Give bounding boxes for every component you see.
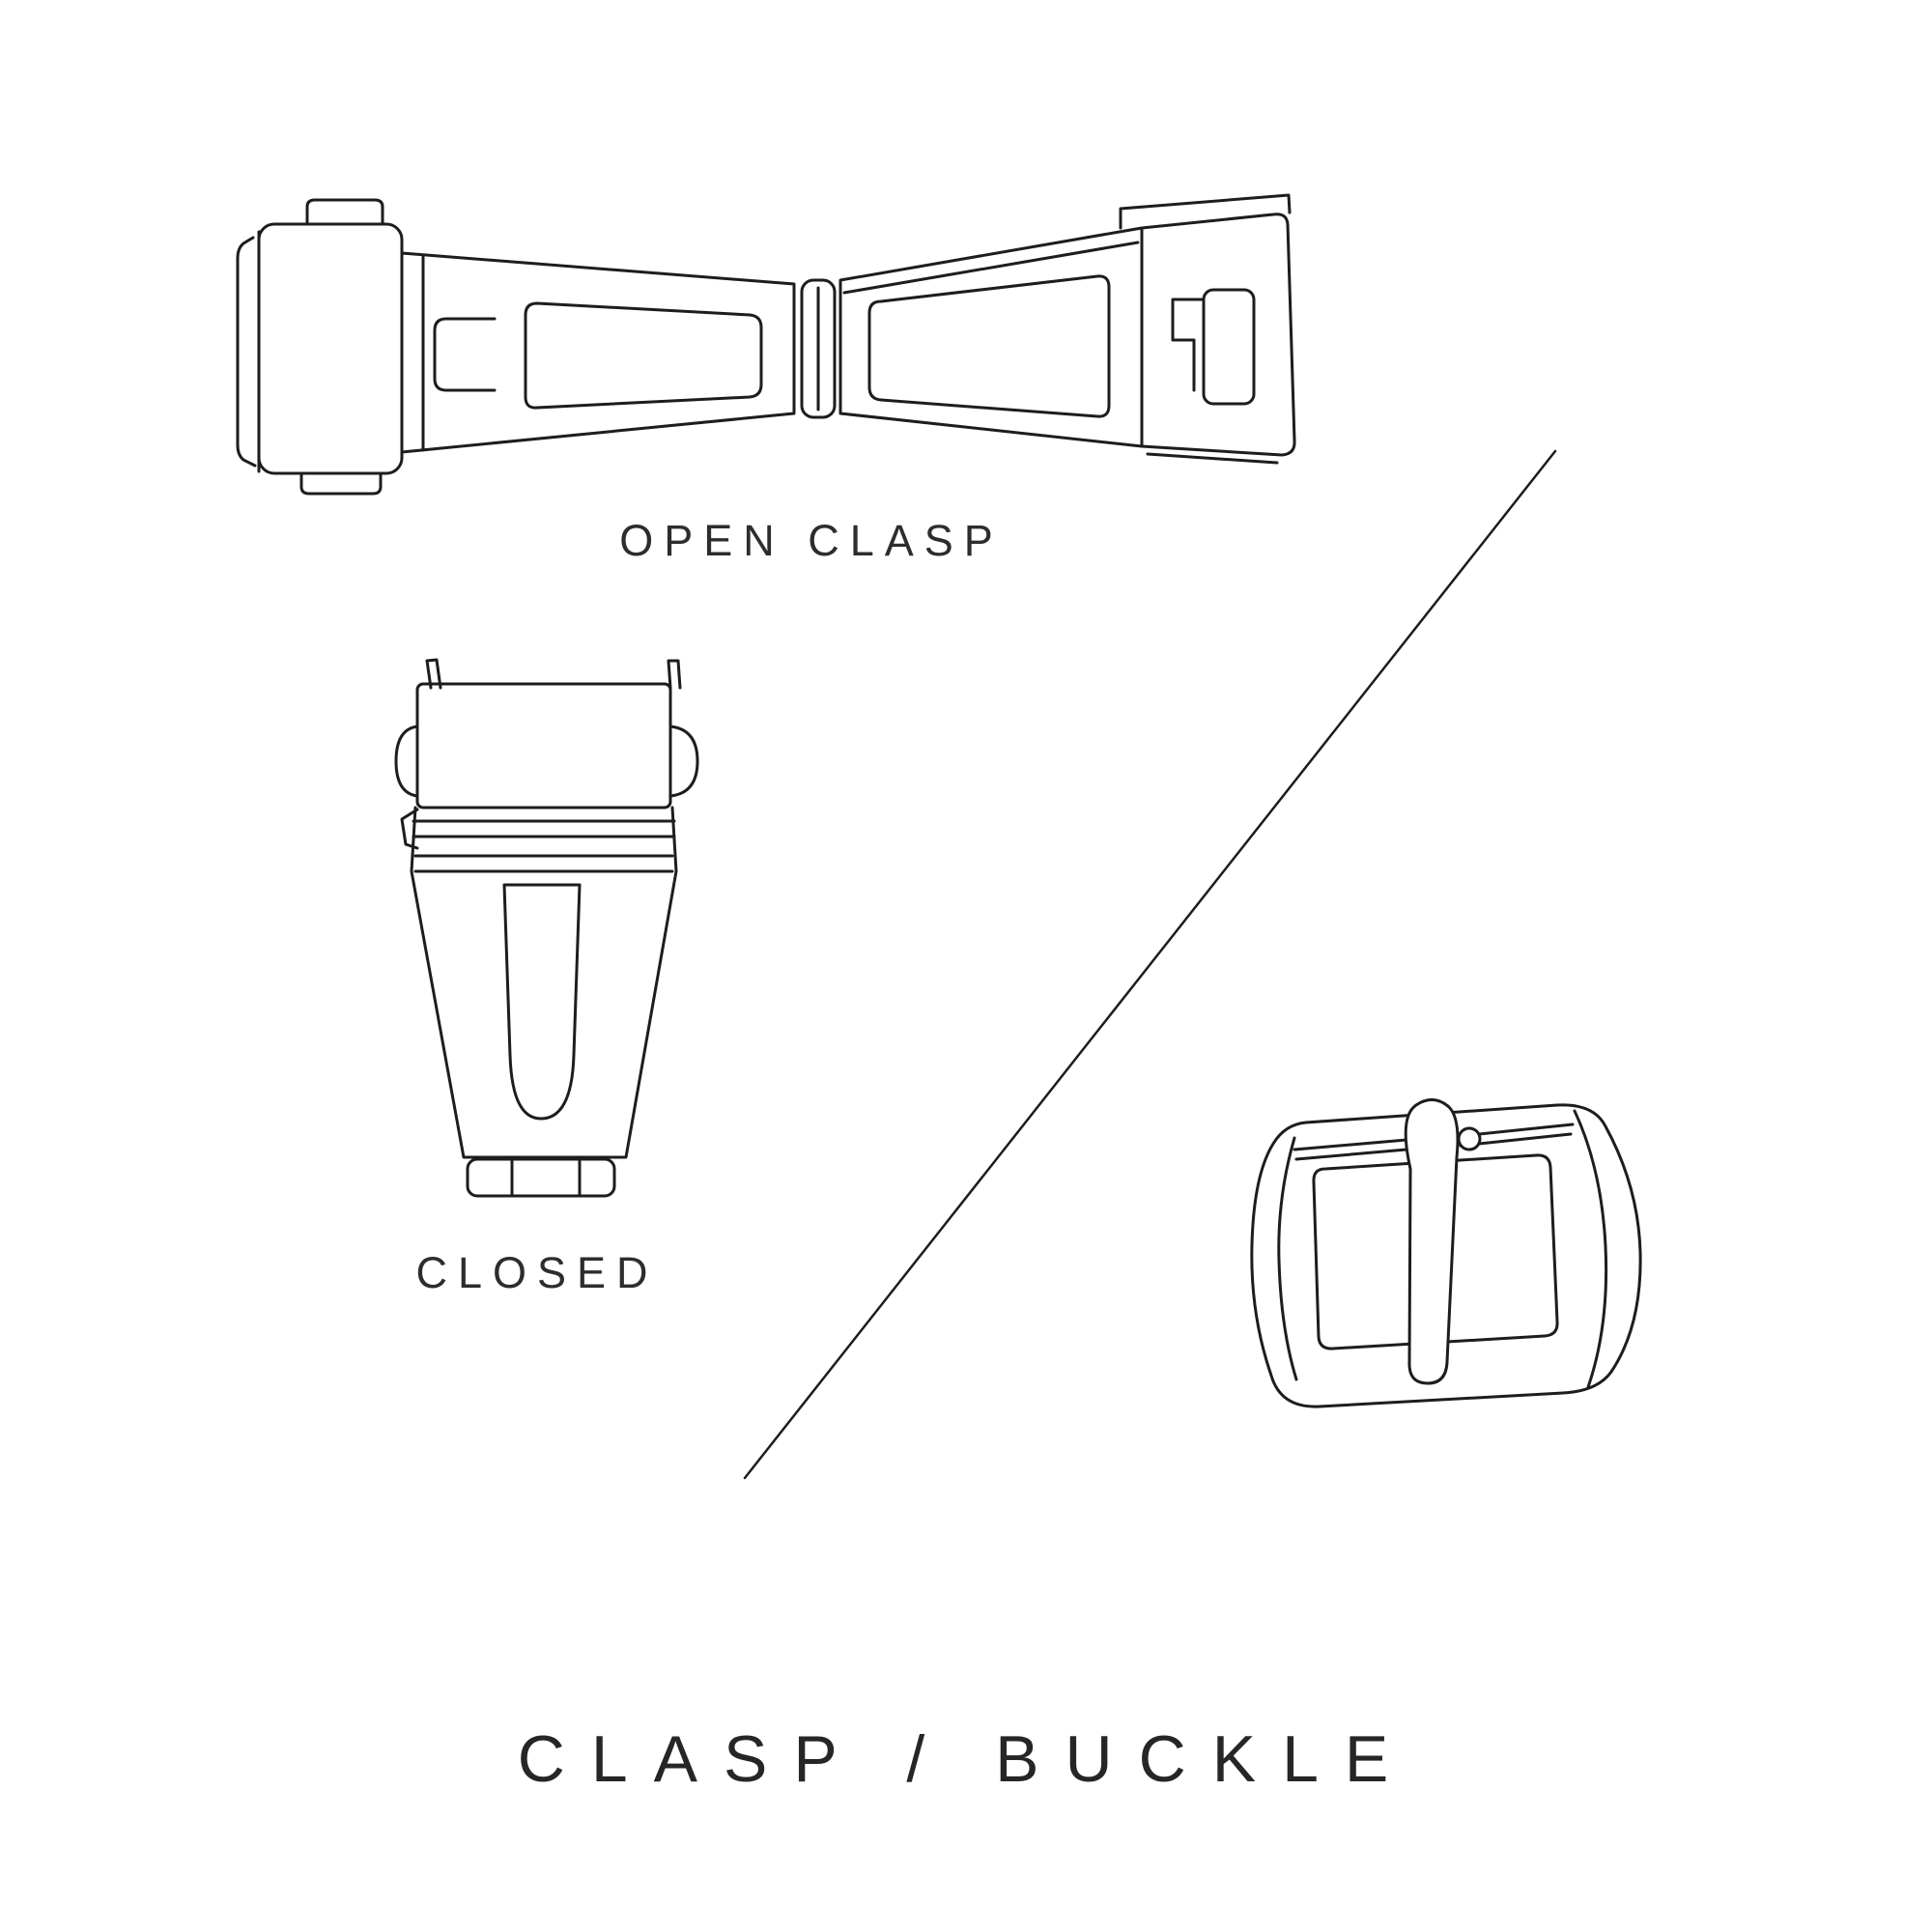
closed-clasp-drawing [394,658,699,1198]
open-clasp-label: OPEN CLASP [619,516,1004,565]
buckle-drawing [1250,1098,1642,1408]
closed-clasp-label: CLOSED [415,1248,659,1297]
open-clasp-drawing [236,193,1296,496]
divider-line [743,449,1557,1480]
diagram-title: CLASP / BUCKLE [517,1722,1415,1796]
